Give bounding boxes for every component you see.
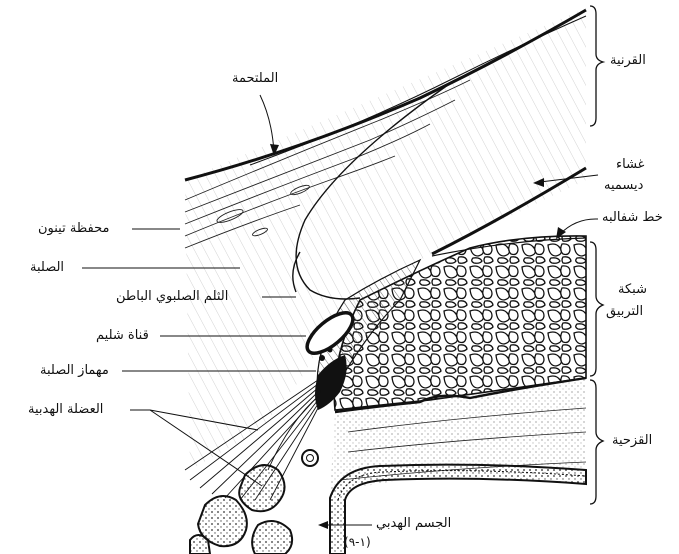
- label-cornea: القرنية: [610, 53, 646, 69]
- label-sclera: الصلبة: [30, 260, 64, 276]
- ciliary-processes: [190, 465, 292, 554]
- label-trabecular-line2: التربيق: [606, 304, 643, 320]
- label-conjunctiva: الملتحمة: [232, 71, 278, 87]
- schwalbe-leader: [560, 219, 598, 234]
- bracket-braces: [590, 6, 603, 504]
- trabecular-brace: [590, 242, 603, 376]
- label-descemet-line1: غشاء: [616, 157, 644, 173]
- label-schlemm-canal: قناة شليم: [96, 328, 149, 344]
- cornea-brace: [590, 6, 603, 126]
- label-schwalbe-line: خط شفالبه: [602, 210, 663, 226]
- label-internal-scleral-sulcus: الثلم الصلبوي الباطن: [116, 289, 228, 305]
- label-ciliary-body: الجسم الهدبي: [376, 516, 451, 532]
- label-iris: القزحية: [612, 433, 652, 449]
- label-descemet-line2: ديسميه: [604, 178, 643, 194]
- iris-brace: [590, 380, 603, 504]
- label-figure-number: (١-٩): [344, 534, 371, 550]
- label-scleral-spur: مهماز الصلبة: [40, 363, 109, 379]
- vessel-circle: [302, 450, 318, 466]
- label-tenon-capsule: محفظة تينون: [38, 221, 109, 237]
- label-ciliary-muscle: العضلة الهدبية: [28, 402, 103, 418]
- label-trabecular-line1: شبكة: [618, 282, 647, 298]
